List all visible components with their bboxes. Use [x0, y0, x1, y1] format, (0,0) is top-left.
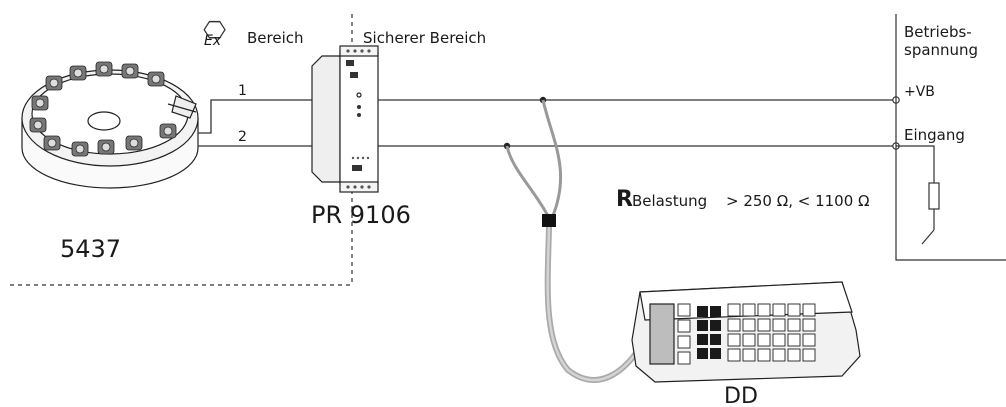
hazardous-area-label: Bereich [247, 29, 304, 47]
load-symbol: R [616, 187, 633, 212]
isolator-pr9106 [311, 45, 379, 193]
safe-area-label: Sicherer Bereich [363, 29, 486, 47]
load-spec-text: > 250 Ω, < 1100 Ω [726, 192, 869, 210]
supply-title-line2: spannung [904, 41, 978, 59]
communicator-cable [505, 99, 653, 383]
junction-dots [503, 96, 547, 150]
supply-input-label: Eingang [904, 126, 965, 144]
load-resistor-icon [896, 145, 940, 245]
supply-box [895, 14, 1006, 261]
wire-2-label: 2 [238, 129, 247, 145]
supply-title-line1: Betriebs- [904, 23, 972, 41]
field-wiring [198, 99, 318, 147]
handheld-communicator [631, 281, 861, 383]
isolator-label: PR 9106 [311, 201, 411, 229]
load-spec: R Belastung > 250 Ω, < 1100 Ω [616, 187, 869, 212]
wire-1-label: 1 [238, 83, 247, 99]
communicator-label: DD [724, 384, 758, 407]
cable-connector [542, 214, 556, 227]
load-subscript: Belastung [632, 192, 707, 210]
loop-wiring [378, 99, 893, 147]
supply-vplus-label: +VB [904, 84, 935, 100]
zone-boundary [10, 14, 353, 286]
transmitter-5437 [21, 61, 199, 189]
ex-symbol-text: Ex [204, 33, 222, 49]
transmitter-label: 5437 [60, 235, 121, 263]
ex-symbol-icon: Ex [203, 20, 226, 49]
